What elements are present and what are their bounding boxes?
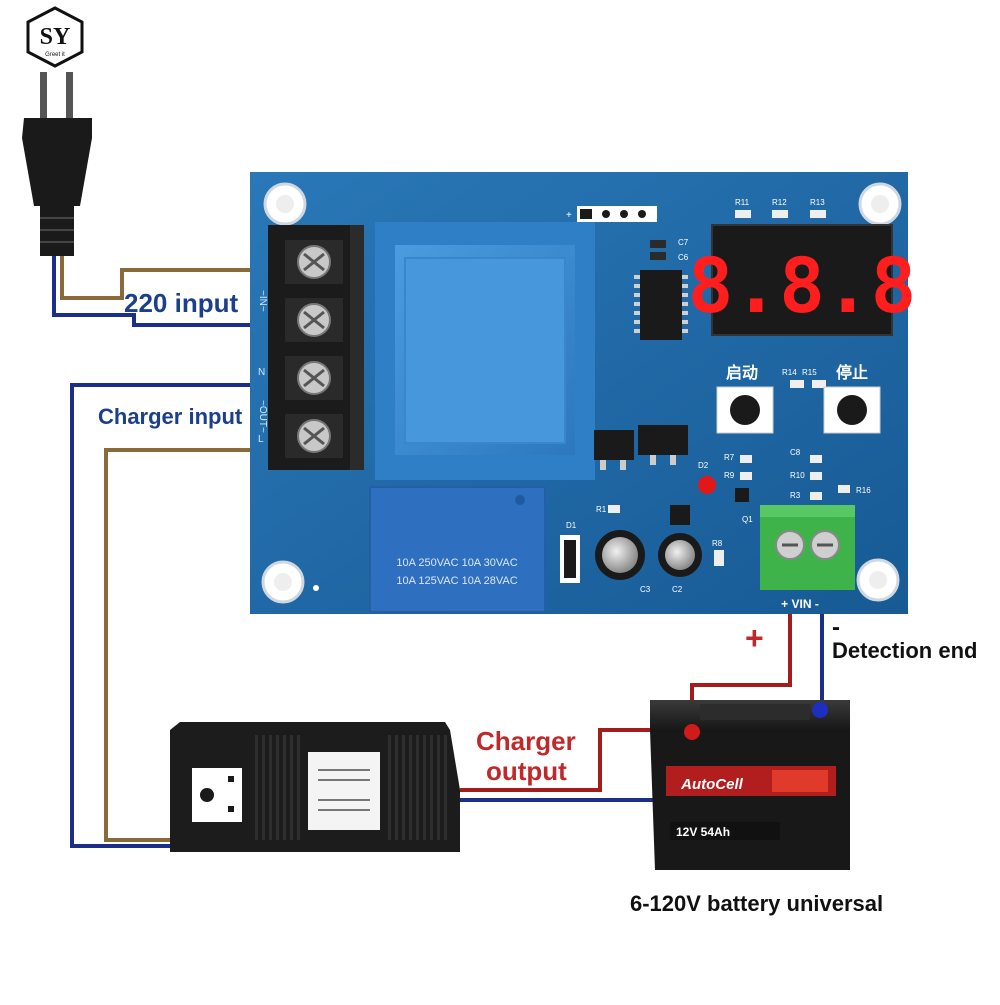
label-r16: R16 — [856, 486, 871, 495]
label-plus: + — [745, 620, 764, 656]
label-c7: C7 — [678, 238, 689, 247]
seven-segment-display: 8.8.8 — [688, 224, 917, 336]
label-c2: C2 — [672, 585, 683, 594]
vin-green-terminal — [760, 505, 855, 590]
wire-brown-charger-input — [104, 448, 318, 842]
label-charger-output-line2: output — [486, 756, 567, 786]
label-r3: R3 — [790, 491, 801, 500]
label-detection-end: Detection end — [832, 638, 978, 663]
car-battery: AutoCell 12V 54Ah — [650, 700, 850, 870]
logo-text: SY — [40, 24, 71, 50]
label-d1: D1 — [566, 521, 577, 530]
wire-red-charger-output — [460, 728, 690, 792]
label-c8: C8 — [790, 448, 801, 457]
electrolytic-capacitors — [595, 505, 702, 580]
label-r12: R12 — [772, 198, 787, 207]
header-pins: + — [566, 206, 657, 222]
terminal-marks: ~IN~ N ~OUT~ L — [257, 290, 268, 445]
wire-blue-charger-input — [70, 383, 318, 848]
label-r11: R11 — [735, 198, 750, 207]
label-q1: Q1 — [742, 515, 753, 524]
stop-button[interactable] — [823, 386, 881, 434]
voltage-regulators — [594, 425, 688, 470]
terminal-screw — [285, 240, 343, 284]
wire-blue-plug-to-input — [52, 255, 318, 327]
mark-l: L — [258, 434, 264, 445]
relay-rating-line1: 10A 250VAC 10A 30VAC — [396, 557, 517, 569]
label-r9: R9 — [724, 471, 735, 480]
mark-out: ~OUT~ — [257, 400, 268, 433]
transistor — [735, 488, 749, 502]
mark-in: ~IN~ — [257, 290, 268, 312]
vin-label: + VIN - — [781, 597, 819, 611]
battery-brand: AutoCell — [680, 776, 743, 793]
screw-terminal-block — [268, 225, 364, 470]
smd-components — [608, 210, 850, 566]
label-r14: R14 — [782, 368, 797, 377]
transformer — [375, 222, 595, 480]
battery-positive-terminal — [684, 724, 700, 740]
silkscreen-labels: R11 R12 R13 C7 C6 R14 R15 R7 R9 D2 C8 R1… — [566, 198, 871, 594]
red-led-icon — [698, 476, 716, 494]
charger-adapter — [170, 722, 460, 852]
label-charger-output-line1: Charger — [476, 726, 576, 756]
relay: 10A 250VAC 10A 30VAC 10A 125VAC 10A 28VA… — [369, 486, 546, 613]
battery-rating: 12V 54Ah — [676, 825, 730, 839]
start-button[interactable] — [716, 386, 774, 434]
label-r13: R13 — [810, 198, 825, 207]
mark-n: N — [258, 367, 265, 378]
label-r7: R7 — [724, 453, 735, 462]
terminal-screw — [285, 356, 343, 400]
terminal-screw — [285, 298, 343, 342]
label-r15: R15 — [802, 368, 817, 377]
label-r1: R1 — [596, 505, 607, 514]
label-minus: - — [832, 614, 840, 641]
relay-rating-line2: 10A 125VAC 10A 28VAC — [396, 575, 517, 587]
diode — [560, 535, 580, 583]
terminal-screw — [285, 414, 343, 458]
stop-label: 停止 — [836, 363, 868, 382]
control-board: ~IN~ N ~OUT~ L 10A 250VAC 10A 30VAC 10A … — [250, 172, 916, 614]
wire-brown-plug-to-input — [60, 255, 298, 300]
label-d2: D2 — [698, 461, 709, 470]
battery-negative-terminal — [812, 702, 828, 718]
label-r10: R10 — [790, 471, 805, 480]
power-plug-icon — [22, 72, 92, 256]
svg-text:+: + — [566, 210, 572, 221]
label-c6: C6 — [678, 253, 689, 262]
ic-chip — [634, 240, 688, 340]
label-battery-universal: 6-120V battery universal — [630, 891, 884, 916]
start-label: 启动 — [726, 363, 758, 382]
label-r8: R8 — [712, 539, 723, 548]
label-220-input: 220 input — [124, 288, 239, 318]
label-c3: C3 — [640, 585, 651, 594]
logo-subtext: Greet it — [45, 52, 65, 58]
brand-logo: SY Greet it — [26, 6, 84, 68]
display-digits: 8.8.8 — [688, 241, 917, 330]
label-charger-input: Charger input — [98, 404, 243, 429]
